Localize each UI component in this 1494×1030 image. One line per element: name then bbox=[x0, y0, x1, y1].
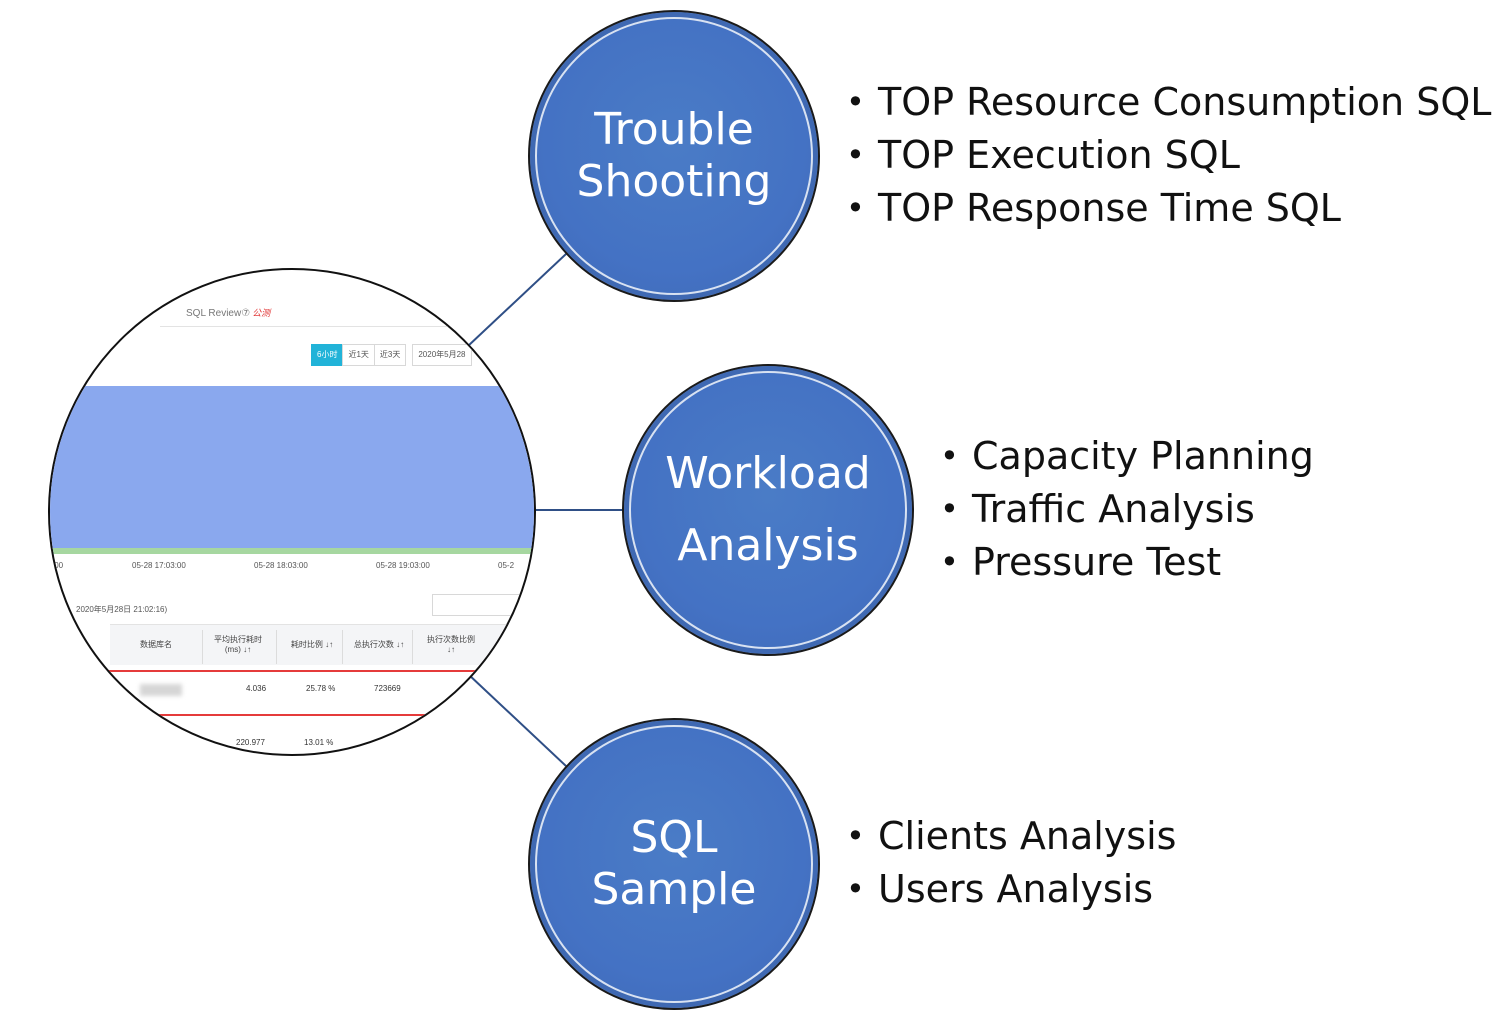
column-header-total-exec-count[interactable]: 总执行次数 ↓↑ bbox=[353, 640, 405, 649]
x-tick-label: 05-28 19:03:00 bbox=[376, 561, 430, 570]
table-header bbox=[110, 624, 534, 665]
table-cell-time-ratio: 13.01 % bbox=[304, 738, 334, 747]
x-tick-label: 05-2 bbox=[498, 561, 515, 570]
table-cell-time-ratio: 25.78 % bbox=[306, 684, 336, 693]
highlight-line-bottom bbox=[130, 714, 470, 716]
header-divider bbox=[160, 326, 530, 327]
column-header-time-ratio[interactable]: 耗时比例 ↓↑ bbox=[290, 640, 334, 649]
redacted-database-name bbox=[140, 684, 182, 696]
range-button-3d[interactable]: 近3天 bbox=[373, 344, 407, 366]
column-header-exec-count-ratio[interactable]: 执行次数比例 ↓↑ bbox=[427, 635, 475, 654]
table-cell-total-exec-count: 723669 bbox=[374, 684, 401, 693]
bullet-item: Users Analysis bbox=[846, 863, 1176, 916]
x-tick-label: 05-28 18:03:00 bbox=[254, 561, 308, 570]
node-sql-sample: SQL Sample bbox=[528, 718, 820, 1010]
node-workload-analysis: Workload Analysis bbox=[622, 364, 914, 656]
area-chart bbox=[50, 386, 534, 554]
highlight-line-top bbox=[108, 670, 478, 672]
bullet-item: TOP Resource Consumption SQL bbox=[846, 76, 1491, 129]
bullet-item: TOP Execution SQL bbox=[846, 129, 1491, 182]
bullet-item: TOP Response Time SQL bbox=[846, 182, 1491, 235]
data-timestamp: 2020年5月28日 21:02:16) bbox=[76, 605, 168, 614]
date-picker-button[interactable]: 2020年5月28 bbox=[412, 344, 472, 366]
node-label: Trouble Shooting bbox=[576, 104, 772, 207]
x-tick-label: 05-28 17:03:00 bbox=[132, 561, 186, 570]
connector-to-trouble-shooting bbox=[467, 253, 567, 347]
workload-analysis-bullets: Capacity Planning Traffic Analysis Press… bbox=[940, 430, 1314, 589]
trouble-shooting-bullets: TOP Resource Consumption SQL TOP Executi… bbox=[846, 76, 1491, 235]
column-header-avg-exec-time[interactable]: 平均执行耗时 (ms) ↓↑ bbox=[214, 635, 262, 654]
table-cell-avg-exec-time: 4.036 bbox=[246, 684, 267, 693]
x-tick-label: :00 bbox=[52, 561, 64, 570]
help-circle-icon: ⑦ bbox=[241, 308, 251, 319]
screenshot-title-text: SQL Review bbox=[186, 308, 242, 319]
table-search-input[interactable] bbox=[432, 594, 534, 616]
bullet-item: Traffic Analysis bbox=[940, 483, 1314, 536]
area-chart-baseline-series bbox=[50, 548, 534, 554]
node-label: SQL Sample bbox=[591, 812, 757, 915]
column-separator bbox=[412, 630, 413, 664]
screenshot-title-tag: 公测 bbox=[252, 308, 271, 318]
column-separator bbox=[276, 630, 277, 664]
column-separator bbox=[202, 630, 203, 664]
time-range-buttons: 6小时 近1天 近3天 2020年5月28 bbox=[311, 344, 472, 366]
range-button-1d[interactable]: 近1天 bbox=[342, 344, 375, 366]
column-header-database[interactable]: 数据库名 bbox=[140, 640, 172, 649]
connector-to-sql-sample bbox=[467, 673, 567, 767]
range-button-6h[interactable]: 6小时 bbox=[311, 344, 344, 366]
node-trouble-shooting: Trouble Shooting bbox=[528, 10, 820, 302]
sql-sample-bullets: Clients Analysis Users Analysis bbox=[846, 810, 1176, 916]
column-separator bbox=[342, 630, 343, 664]
node-label: Workload Analysis bbox=[665, 448, 871, 571]
bullet-item: Clients Analysis bbox=[846, 810, 1176, 863]
table-cell-avg-exec-time: 220.977 bbox=[236, 738, 265, 747]
bullet-item: Pressure Test bbox=[940, 536, 1314, 589]
bullet-item: Capacity Planning bbox=[940, 430, 1314, 483]
